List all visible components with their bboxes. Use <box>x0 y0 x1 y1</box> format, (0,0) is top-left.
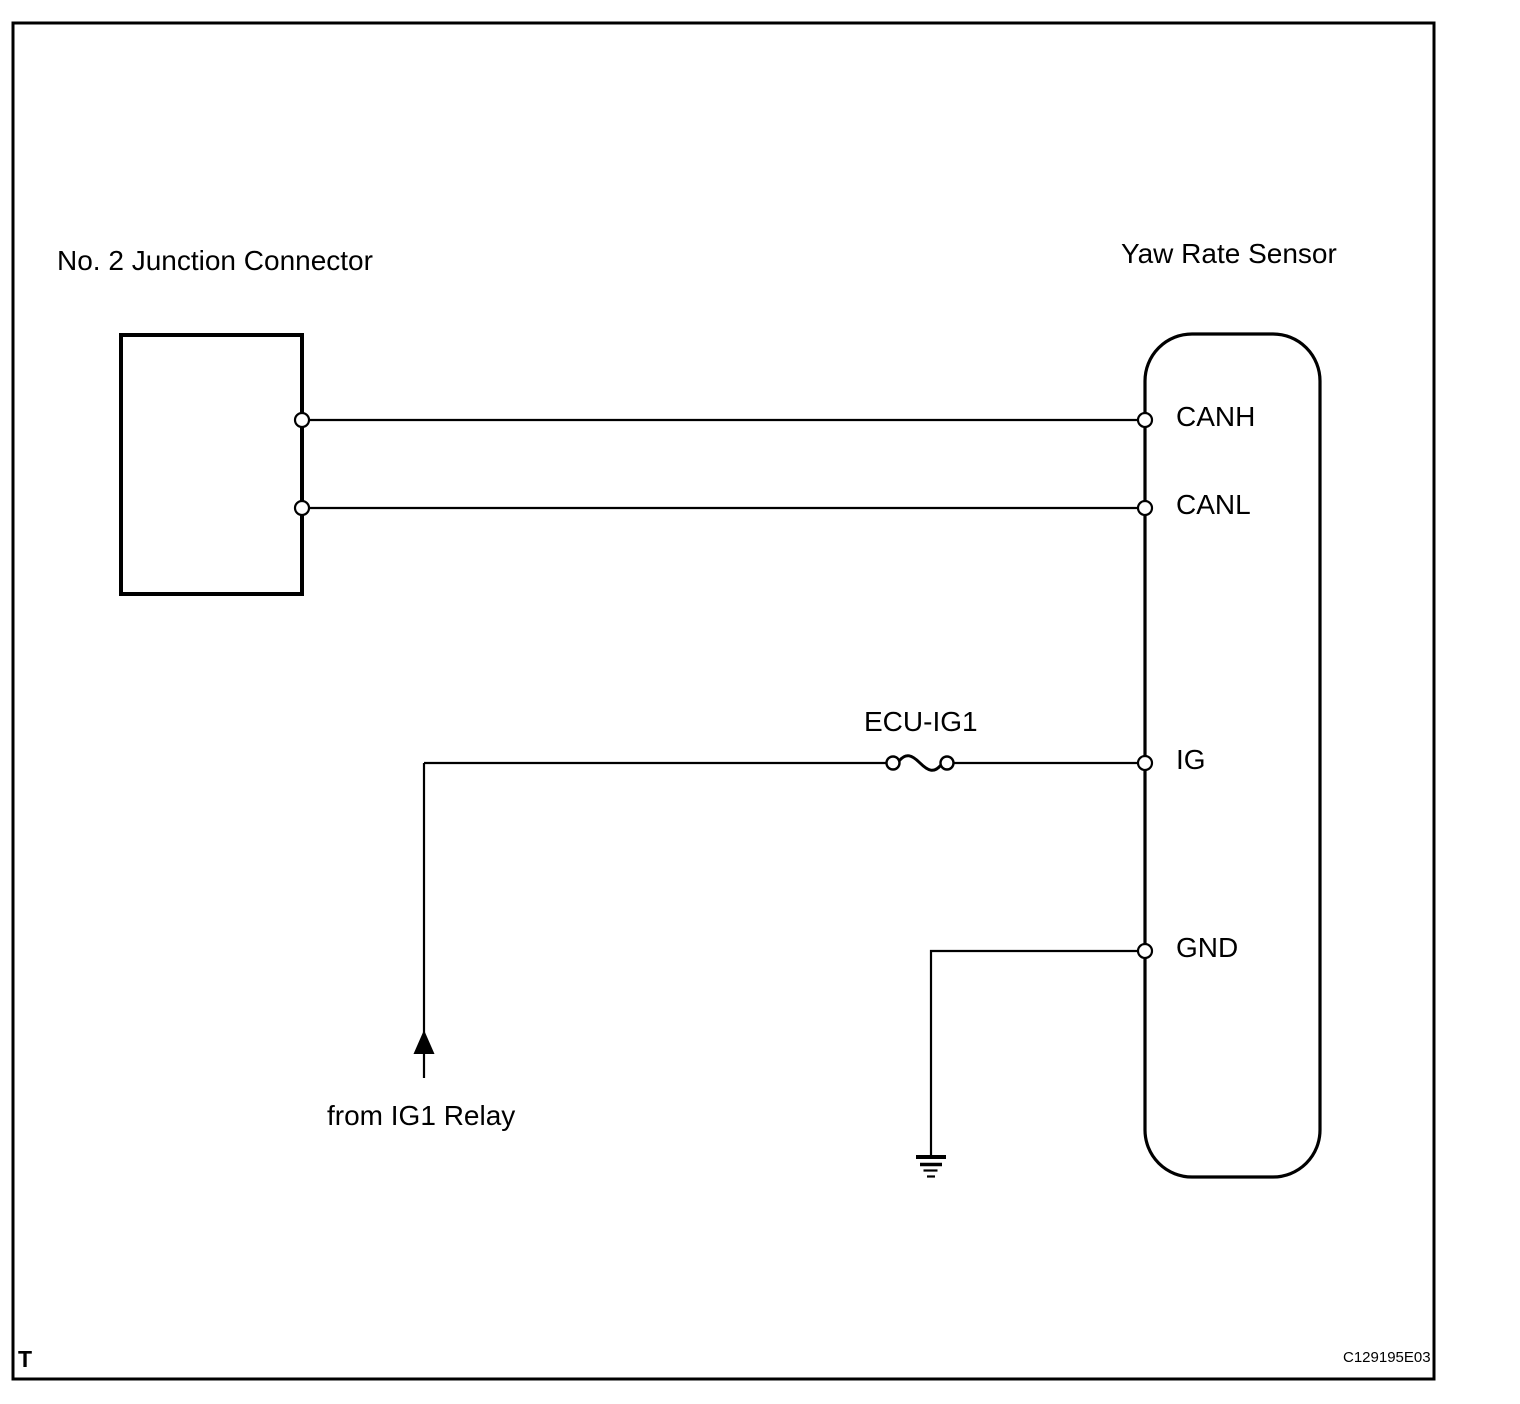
fuse-icon <box>885 754 955 772</box>
fuse-terminal-right <box>939 755 955 771</box>
fuse-terminal-left <box>885 755 901 771</box>
page-border <box>11 21 1436 1381</box>
fuse-wave <box>897 754 943 772</box>
figure-code: C129195E03 <box>1343 1349 1431 1366</box>
pin-label-ig: IG <box>1176 744 1206 775</box>
pin-terminal-icon <box>1136 942 1154 960</box>
arrow-up-icon <box>413 1030 435 1054</box>
pin-label-canl: CANL <box>1176 489 1251 520</box>
wire-gnd <box>929 949 1145 1156</box>
power-feed-label: from IG1 Relay <box>327 1100 516 1131</box>
page-letter: T <box>18 1346 33 1372</box>
pin-label-canh: CANH <box>1176 401 1256 432</box>
junction-connector-label: No. 2 Junction Connector <box>57 245 373 276</box>
pin-label-gnd: GND <box>1176 932 1239 963</box>
pin-terminal-icon <box>1136 754 1154 772</box>
pin-terminal-icon <box>1136 499 1154 517</box>
pin-terminal-icon <box>1136 411 1154 429</box>
yaw-rate-sensor-label: Yaw Rate Sensor <box>1121 238 1337 269</box>
ground-icon <box>916 1155 946 1178</box>
junction-connector-box <box>119 333 304 596</box>
pin-terminal-icon <box>293 499 311 517</box>
fuse-label: ECU-IG1 <box>864 706 978 737</box>
yaw-rate-sensor-body <box>1143 332 1322 1179</box>
pin-terminal-icon <box>293 411 311 429</box>
